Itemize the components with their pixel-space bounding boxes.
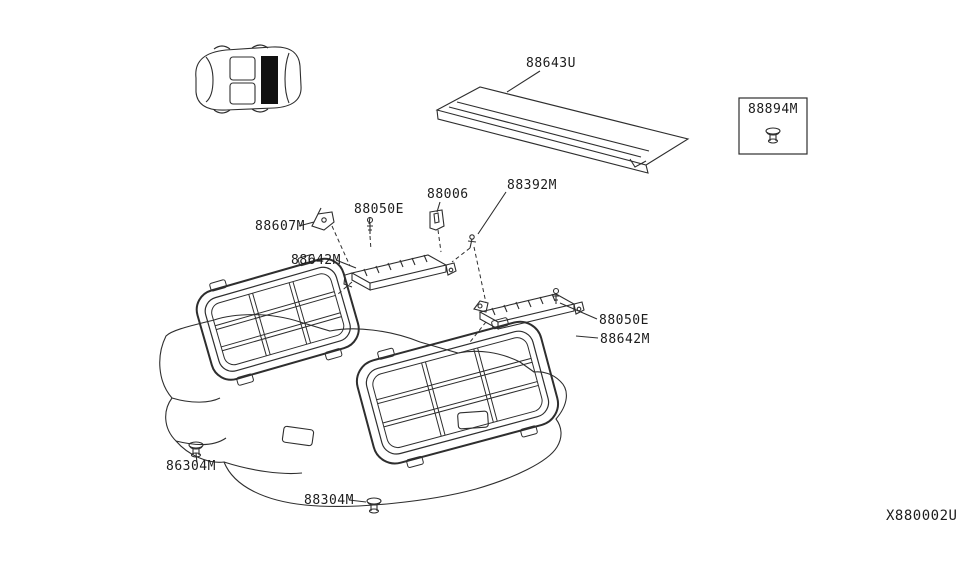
part-box — [738, 97, 808, 155]
label-screw-right: 88050E — [599, 313, 649, 328]
bracket-88607M-icon — [311, 207, 335, 231]
label-clip-center: 88392M — [507, 178, 557, 193]
label-bracket-assy-left: 88642M — [291, 253, 341, 268]
drawing-id: X880002U — [886, 508, 957, 524]
car-top-view-icon — [195, 44, 302, 114]
label-bracket-small-left: 88607M — [255, 219, 305, 234]
car-seat-highlight — [261, 56, 278, 104]
label-bracket-top-center: 88006 — [427, 187, 469, 202]
leader-88050E-left — [368, 216, 371, 225]
screw-88050E-right-icon — [552, 287, 560, 304]
leader-88304M — [348, 499, 367, 503]
boxed-fastener-88894M: 88894M — [738, 97, 808, 155]
leader-88006 — [436, 201, 441, 213]
label-clip-front-center: 88304M — [304, 493, 354, 508]
bracket-88006-icon — [429, 209, 445, 231]
leader-88642M-left — [335, 259, 357, 269]
label-screw-left: 88050E — [354, 202, 404, 217]
leader-88392M — [477, 191, 507, 235]
leader-88050E-right — [559, 302, 598, 320]
leader-88607M — [298, 221, 315, 227]
leader-86304M — [195, 452, 198, 464]
left-seat-frame — [195, 253, 360, 386]
label-shelf-panel: 88643U — [526, 56, 576, 71]
label-clip-front-left: 86304M — [166, 459, 216, 474]
clip-88392M-icon — [467, 234, 477, 249]
leader-88642M-right — [575, 335, 599, 339]
leader-shelf — [506, 70, 541, 93]
push-pin-icon — [765, 127, 781, 144]
right-seat-frame — [355, 317, 560, 468]
bracket-assembly-left — [343, 254, 457, 291]
label-bracket-assy-right: 88642M — [600, 332, 650, 347]
label-boxed-fastener: 88894M — [748, 102, 798, 117]
assembly-dashed-lines — [331, 225, 487, 343]
shelf-panel — [435, 86, 690, 174]
bracket-assembly-right — [473, 293, 585, 330]
